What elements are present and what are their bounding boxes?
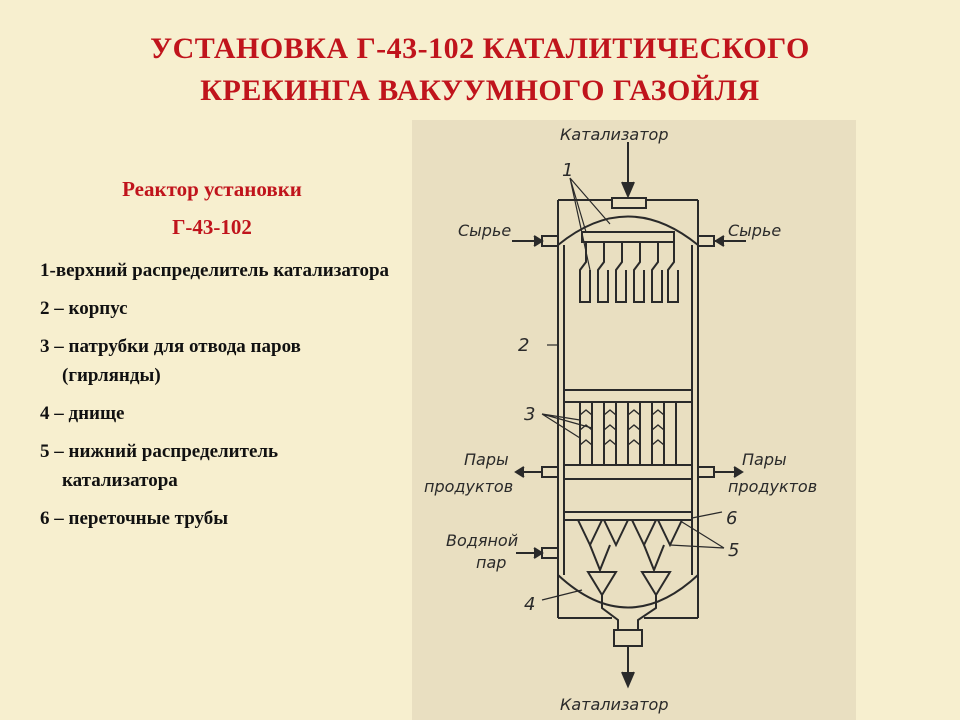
leader-lines bbox=[541, 177, 725, 601]
label-catalyst-out: Катализатор bbox=[560, 695, 669, 714]
label-number-5: 5 bbox=[728, 540, 739, 561]
vapor-outlet-pipes bbox=[579, 402, 677, 465]
slide-title: УСТАНОВКА Г-43-102 КАТАЛИТИЧЕСКОГО КРЕКИ… bbox=[0, 28, 960, 112]
label-number-6: 6 bbox=[726, 508, 737, 529]
top-dome bbox=[557, 215, 699, 246]
catalyst-inlet-arrow bbox=[621, 181, 635, 199]
top-flange bbox=[611, 197, 647, 209]
catalyst-outlet-arrow bbox=[621, 671, 635, 689]
label-number-4: 4 bbox=[524, 594, 535, 615]
top-distributor-header bbox=[581, 231, 675, 243]
vapor-collector bbox=[563, 464, 693, 480]
label-steam-2: пар bbox=[476, 553, 506, 572]
reactor-diagram: Катализатор Сырье Сырье 1 2 3 Пары проду… bbox=[412, 120, 856, 720]
legend-item-3: 3 – патрубки для отвода паров (гирлянды) bbox=[40, 336, 301, 386]
legend-panel: Реактор установки Г-43-102 1-верхний рас… bbox=[40, 170, 390, 542]
bottom-head bbox=[557, 574, 699, 609]
vapor-nozzle-right bbox=[697, 466, 715, 478]
label-vapors-left-2: продуктов bbox=[424, 477, 513, 496]
top-distributor-branches bbox=[579, 242, 679, 303]
title-line-1: УСТАНОВКА Г-43-102 КАТАЛИТИЧЕСКОГО bbox=[150, 32, 810, 65]
label-number-3: 3 bbox=[524, 404, 535, 425]
legend-list: 1-верхний распределитель катализатора 2 … bbox=[40, 256, 390, 533]
vapor-nozzle-left bbox=[541, 466, 559, 478]
label-catalyst-in: Катализатор bbox=[560, 125, 669, 144]
label-feed-right: Сырье bbox=[728, 221, 781, 240]
legend-item-1: 1-верхний распределитель катализатора bbox=[40, 260, 390, 281]
legend-item-6: 6 – переточные трубы bbox=[40, 508, 229, 529]
bottom-outlet-flange bbox=[613, 629, 643, 647]
label-number-1: 1 bbox=[562, 160, 573, 181]
label-vapors-right-1: Пары bbox=[742, 450, 787, 469]
steam-nozzle bbox=[541, 547, 559, 559]
lower-distributor bbox=[577, 519, 683, 597]
label-vapors-right-2: продуктов bbox=[728, 477, 817, 496]
label-steam-1: Водяной bbox=[446, 531, 518, 550]
reactor-svg: Катализатор Сырье Сырье 1 2 3 Пары проду… bbox=[424, 125, 817, 714]
label-number-2: 2 bbox=[518, 335, 529, 356]
legend-item-2: 2 – корпус bbox=[40, 298, 128, 319]
label-vapors-left-1: Пары bbox=[464, 450, 509, 469]
subtitle-line-2: Г-43-102 bbox=[172, 215, 252, 239]
title-line-2: КРЕКИНГА ВАКУУМНОГО ГАЗОЙЛЯ bbox=[200, 74, 760, 107]
transfer-plate bbox=[563, 511, 693, 521]
feed-nozzle-right bbox=[697, 235, 715, 247]
legend-item-5: 5 – нижний распределитель катализатора bbox=[40, 441, 279, 491]
legend-item-4: 4 – днище bbox=[40, 403, 125, 424]
label-feed-left: Сырье bbox=[458, 221, 511, 240]
garlands bbox=[579, 409, 665, 446]
feed-nozzle-left bbox=[541, 235, 559, 247]
subtitle-line-1: Реактор установки bbox=[122, 177, 302, 201]
